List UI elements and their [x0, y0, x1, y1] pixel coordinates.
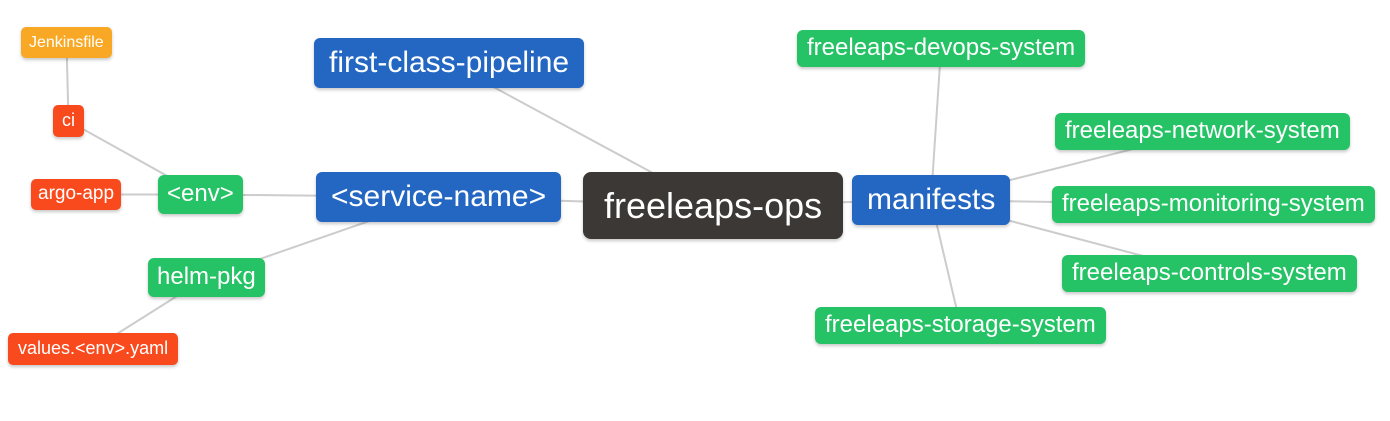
node-jenkinsfile[interactable]: Jenkinsfile — [21, 27, 112, 59]
node-helm-pkg[interactable]: helm-pkg — [148, 258, 265, 297]
node-ci[interactable]: ci — [53, 105, 84, 137]
node-freeleaps-network-system[interactable]: freeleaps-network-system — [1055, 113, 1350, 150]
node-service-name[interactable]: <service-name> — [316, 172, 562, 222]
node-freeleaps-storage-system[interactable]: freeleaps-storage-system — [815, 307, 1106, 344]
node-freeleaps-monitoring-system[interactable]: freeleaps-monitoring-system — [1052, 186, 1375, 223]
node-argo-app[interactable]: argo-app — [31, 179, 122, 210]
node-env[interactable]: <env> — [158, 175, 243, 214]
edge-manifests-freeleaps-devops-system — [930, 48, 942, 201]
node-first-class-pipeline[interactable]: first-class-pipeline — [314, 38, 585, 88]
node-freeleaps-ops[interactable]: freeleaps-ops — [583, 172, 844, 240]
node-values-env-yaml[interactable]: values.<env>.yaml — [8, 333, 179, 365]
node-freeleaps-devops-system[interactable]: freeleaps-devops-system — [797, 30, 1086, 67]
node-manifests[interactable]: manifests — [852, 175, 1011, 225]
node-freeleaps-controls-system[interactable]: freeleaps-controls-system — [1062, 255, 1357, 292]
